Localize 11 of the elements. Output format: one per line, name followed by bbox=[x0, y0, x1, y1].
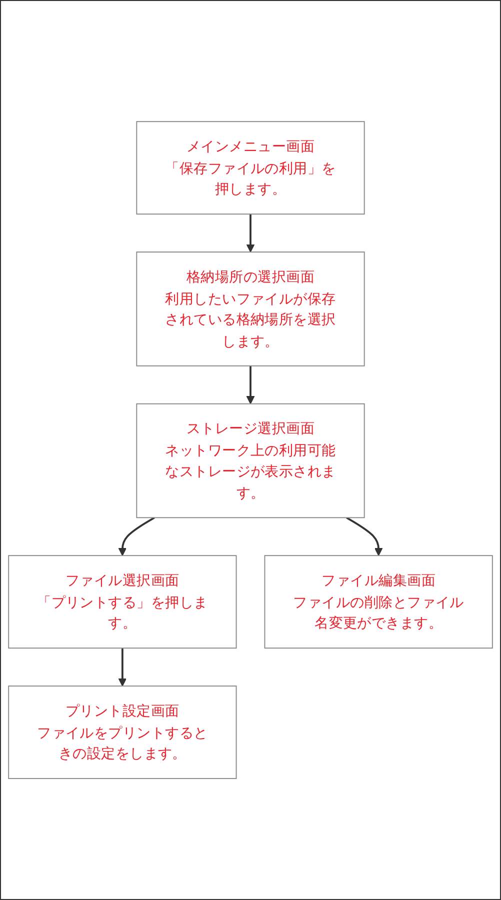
arrow bbox=[118, 648, 127, 686]
arrow bbox=[118, 516, 155, 556]
node-box: 格納場所の選択画面 利用したいファイルが保存されている格納場所を選択します。 bbox=[136, 252, 365, 366]
arrow bbox=[246, 366, 255, 404]
node-box: ストレージ選択画面 ネットワーク上の利用可能なストレージが表示されます。 bbox=[136, 403, 365, 518]
arrow bbox=[246, 214, 255, 252]
node-box: メインメニュー画面 「保存ファイルの利用」を押します。 bbox=[136, 121, 365, 214]
node-box: ファイル選択画面 「プリントする」を押します。 bbox=[8, 555, 237, 648]
node-box: ファイル編集画面 ファイルの削除とファイル名変更ができます。 bbox=[264, 555, 493, 648]
node-box: プリント設定画面 ファイルをプリントするときの設定をします。 bbox=[8, 686, 237, 779]
arrow bbox=[346, 516, 383, 556]
